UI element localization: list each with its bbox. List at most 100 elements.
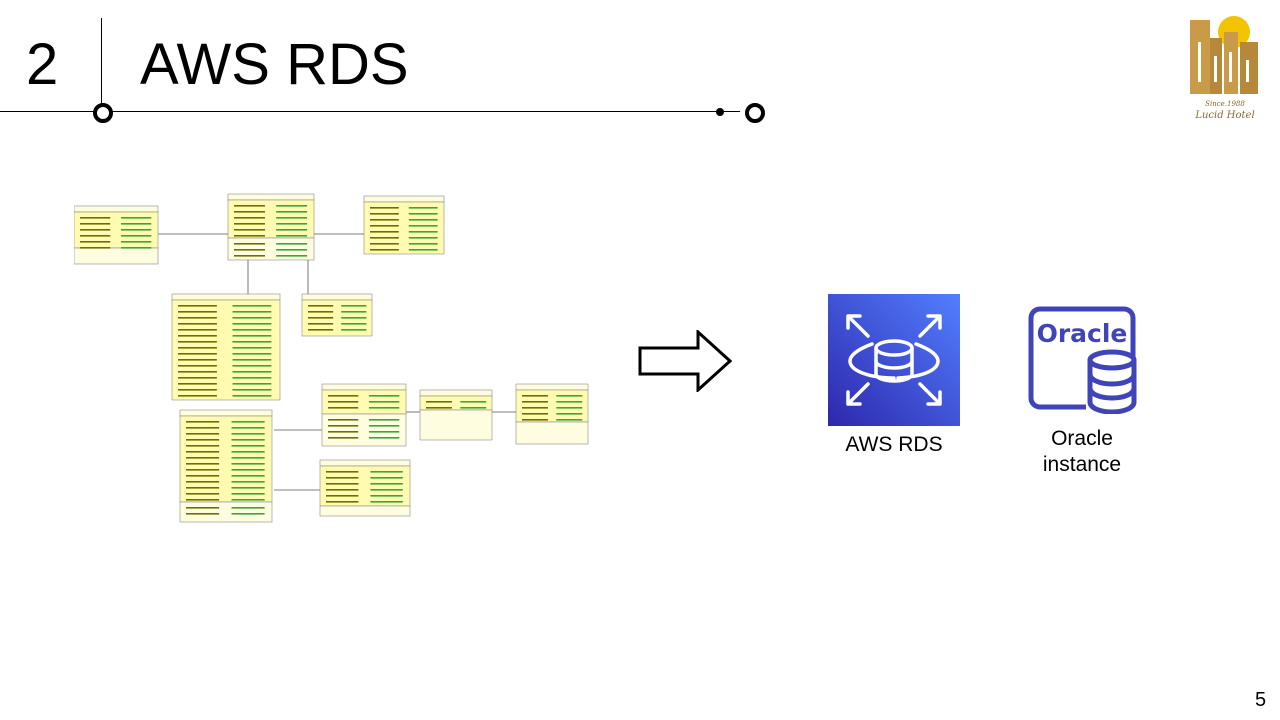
er-column-name-mark	[522, 395, 548, 397]
er-column-type-mark	[121, 241, 152, 243]
er-column-type-mark	[232, 389, 272, 391]
er-column-type-mark	[369, 437, 400, 439]
er-column-type-mark	[556, 407, 583, 409]
er-column-name-mark	[178, 335, 217, 337]
er-column-name-mark	[234, 223, 265, 225]
er-column-name-mark	[308, 329, 334, 331]
er-column-type-mark	[370, 489, 403, 491]
er-column-type-mark	[231, 445, 265, 447]
er-column-name-mark	[326, 471, 359, 473]
logo-name-text: Lucid Hotel	[1194, 110, 1254, 121]
er-column-name-mark	[326, 483, 359, 485]
er-column-name-mark	[234, 211, 265, 213]
er-column-name-mark	[80, 217, 111, 219]
er-column-name-mark	[80, 241, 111, 243]
er-table-orderlist	[419, 389, 493, 441]
er-column-type-mark	[408, 213, 438, 215]
er-column-type-mark	[231, 427, 265, 429]
er-column-name-mark	[328, 407, 359, 409]
er-column-type-mark	[276, 229, 308, 231]
oracle-label-line1: Oracle	[1051, 427, 1113, 450]
er-column-name-mark	[370, 231, 399, 233]
er-column-name-mark	[178, 329, 217, 331]
er-column-name-mark	[370, 225, 399, 227]
er-column-name-mark	[370, 207, 399, 209]
er-column-type-mark	[341, 329, 367, 331]
er-column-name-mark	[178, 305, 217, 307]
er-column-type-mark	[276, 223, 308, 225]
er-column-name-mark	[426, 401, 452, 403]
er-column-name-mark	[234, 243, 265, 245]
er-column-type-mark	[231, 513, 265, 515]
er-column-name-mark	[178, 389, 217, 391]
er-column-type-mark	[369, 419, 400, 421]
er-column-type-mark	[370, 495, 403, 497]
er-column-name-mark	[186, 439, 220, 441]
oracle-icon-text: Oracle	[1037, 319, 1128, 348]
er-column-name-mark	[186, 475, 220, 477]
underline-end-ring	[745, 103, 765, 123]
er-column-name-mark	[186, 463, 220, 465]
er-column-name-mark	[522, 407, 548, 409]
er-column-type-mark	[408, 237, 438, 239]
er-column-type-mark	[121, 217, 152, 219]
er-column-name-mark	[178, 365, 217, 367]
er-column-type-mark	[232, 383, 272, 385]
er-column-type-mark	[370, 471, 403, 473]
er-column-name-mark	[80, 223, 111, 225]
er-column-name-mark	[234, 235, 265, 237]
er-column-type-mark	[369, 425, 400, 427]
er-column-name-mark	[186, 451, 220, 453]
er-column-name-mark	[80, 247, 111, 249]
er-column-name-mark	[308, 311, 334, 313]
er-column-type-mark	[369, 407, 400, 409]
er-column-type-mark	[231, 457, 265, 459]
er-column-type-mark	[370, 483, 403, 485]
er-column-type-mark	[121, 223, 152, 225]
er-column-type-mark	[232, 371, 272, 373]
er-column-type-mark	[232, 323, 272, 325]
er-column-name-mark	[186, 507, 220, 509]
er-column-type-mark	[341, 311, 367, 313]
er-column-type-mark	[232, 305, 272, 307]
er-column-type-mark	[232, 329, 272, 331]
right-arrow-icon	[638, 330, 732, 392]
er-column-name-mark	[178, 323, 217, 325]
er-column-type-mark	[341, 317, 367, 319]
er-column-name-mark	[328, 419, 359, 421]
er-column-type-mark	[408, 219, 438, 221]
er-column-type-mark	[276, 211, 308, 213]
er-column-type-mark	[370, 477, 403, 479]
er-column-type-mark	[408, 231, 438, 233]
er-column-name-mark	[326, 495, 359, 497]
er-column-name-mark	[328, 401, 359, 403]
er-column-type-mark	[232, 311, 272, 313]
er-column-type-mark	[369, 431, 400, 433]
er-column-name-mark	[178, 353, 217, 355]
er-column-type-mark	[231, 451, 265, 453]
er-column-type-mark	[408, 225, 438, 227]
er-table-foodorder	[321, 383, 407, 447]
page-title: AWS RDS	[140, 32, 409, 97]
er-column-name-mark	[326, 477, 359, 479]
er-column-type-mark	[276, 217, 308, 219]
er-column-name-mark	[426, 407, 452, 409]
er-column-name-mark	[370, 249, 399, 251]
er-column-type-mark	[408, 243, 438, 245]
er-column-name-mark	[178, 383, 217, 385]
er-column-name-mark	[178, 395, 217, 397]
er-column-name-mark	[234, 229, 265, 231]
er-column-type-mark	[556, 413, 583, 415]
er-column-type-mark	[232, 395, 272, 397]
er-column-type-mark	[369, 401, 400, 403]
er-column-type-mark	[556, 401, 583, 403]
er-column-name-mark	[80, 235, 111, 237]
aws-rds-icon	[828, 294, 960, 426]
er-table-food	[515, 383, 589, 445]
er-column-name-mark	[186, 469, 220, 471]
er-column-type-mark	[231, 475, 265, 477]
er-column-type-mark	[276, 249, 308, 251]
er-column-type-mark	[408, 249, 438, 251]
section-number: 2	[26, 32, 59, 97]
er-column-name-mark	[522, 419, 548, 421]
